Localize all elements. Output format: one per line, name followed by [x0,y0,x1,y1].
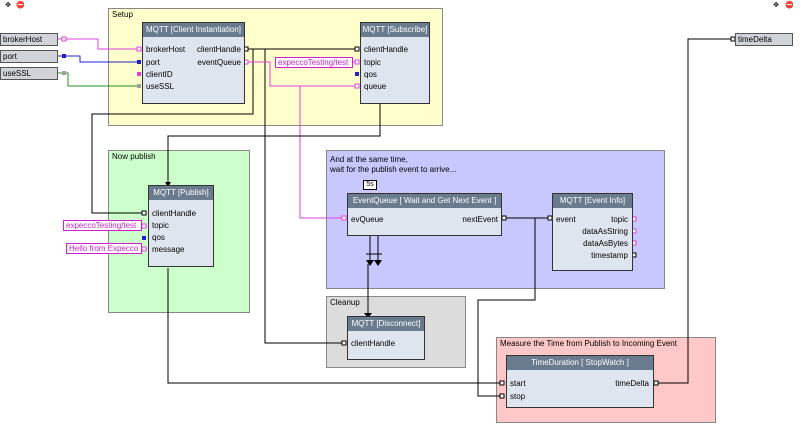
wire-brokerhost [58,38,140,50]
block-title: TimeDuration [ StopWatch ] [507,356,653,370]
pin-queue[interactable]: queue [364,82,387,91]
pin-dataasstring[interactable]: dataAsString [582,227,628,236]
constant-publish-topic[interactable]: expeccoTesting/test [63,220,142,231]
pin-eventqueue[interactable]: eventQueue [197,58,241,67]
pin-clienthandle[interactable]: clientHandle [152,209,197,218]
pin-brokerhost[interactable]: brokerHost [146,45,186,54]
group-title: Now publish [112,152,156,161]
constant-subscribe-topic[interactable]: expeccoTesting/test [275,57,353,68]
pin-usessl[interactable]: useSSL [146,82,175,91]
block-client-instantiation[interactable]: MQTT [Client Instantiation] brokerHost p… [142,22,245,104]
constant-publish-message[interactable]: Hello from Expecco [66,243,142,254]
pin-start[interactable]: start [510,379,526,388]
block-title: MQTT [Publish] [149,186,213,200]
pin-qos[interactable]: qos [152,233,165,242]
pin-evqueue[interactable]: evQueue [351,215,384,224]
pin-clientid[interactable]: clientID [146,70,173,79]
wire-port [58,55,140,63]
pin-topic[interactable]: topic [611,215,628,224]
pin-timestamp[interactable]: timestamp [591,251,628,260]
pin-event[interactable]: event [556,215,576,224]
block-disconnect[interactable]: MQTT [Disconnect] clientHandle [347,316,425,360]
pin-clienthandle[interactable]: clientHandle [351,339,396,348]
block-title: EventQueue [ Wait and Get Next Event ] [348,194,501,208]
wire-eventqueue-evqueue [299,86,345,219]
wire-timedelta-output [655,38,735,384]
timeout-badge[interactable]: 5s [363,180,377,190]
pin-clienthandle[interactable]: clientHandle [364,45,409,54]
wire-subscribe-publish-trigger [167,104,381,185]
pin-qos[interactable]: qos [364,70,377,79]
block-event-info[interactable]: MQTT [Event Info] event topic dataAsStri… [552,193,633,271]
block-stopwatch[interactable]: TimeDuration [ StopWatch ] start stop ti… [506,355,654,408]
group-title-line1: And at the same time, [330,155,408,164]
add-icon[interactable]: ✥ [773,2,779,9]
group-title-line2: wait for the publish event to arrive... [330,165,457,174]
pin-clienthandle[interactable]: clientHandle [196,45,241,54]
block-publish[interactable]: MQTT [Publish] clientHandle topic qos me… [148,185,214,267]
input-port[interactable]: port [0,50,58,63]
input-brokerhost[interactable]: brokerHost [0,33,58,46]
wire-nextevent-stop [477,218,536,397]
add-icon[interactable]: ✥ [5,2,11,9]
pin-message[interactable]: message [152,245,185,254]
pin-topic[interactable]: topic [152,221,169,230]
wire-eventqueue-subscribe [245,61,358,87]
block-title: MQTT [Disconnect] [348,317,424,331]
remove-icon[interactable]: ⛔ [16,2,25,9]
group-title: Cleanup [330,298,360,307]
pin-dataasbytes[interactable]: dataAsBytes [583,239,628,248]
output-timedelta[interactable]: timeDelta [735,33,793,46]
wire-usessl [58,72,140,87]
group-title: Setup [112,10,133,19]
pin-stop[interactable]: stop [510,392,526,401]
wire-clienthandle-disconnect [264,49,345,344]
block-title: MQTT [Event Info] [553,194,632,208]
wire-clienthandle-publish [91,49,254,214]
group-title: Measure the Time from Publish to Incomin… [500,339,677,348]
block-event-queue[interactable]: EventQueue [ Wait and Get Next Event ] e… [347,193,502,236]
wire-publish-start [167,268,503,384]
block-title: MQTT [Subscribe] [361,23,429,37]
block-subscribe[interactable]: MQTT [Subscribe] clientHandle topic qos … [360,22,430,104]
pin-timedelta[interactable]: timeDelta [615,379,649,388]
pin-topic[interactable]: topic [364,58,381,67]
pin-port[interactable]: port [146,58,160,67]
pin-nextevent[interactable]: nextEvent [462,215,498,224]
remove-icon[interactable]: ⛔ [785,2,794,9]
group-now-publish[interactable]: Now publish [108,150,250,313]
block-title: MQTT [Client Instantiation] [143,23,244,37]
input-usessl[interactable]: useSSL [0,67,58,80]
